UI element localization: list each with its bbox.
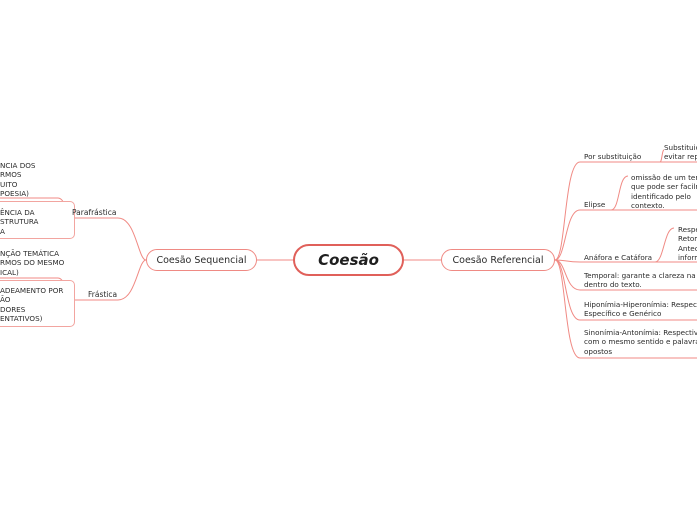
central-topic[interactable]: Coesão (293, 244, 404, 276)
leaf-line: RMOS (0, 170, 22, 180)
leaf-paraf-1[interactable]: NCIA DOS RMOS UITO POESIA) (0, 161, 35, 198)
link-ref-hiponimia (554, 259, 697, 321)
leaf-line: UITO (0, 179, 18, 189)
topic-parafrastica[interactable]: Parafrástica (72, 208, 117, 217)
leaf-line: com o mesmo sentido e palavras (584, 337, 697, 347)
leaf-line: Sinonímia-Antonímia: Respectiva (584, 328, 697, 337)
link-elipse-text (610, 175, 629, 211)
topic-anafora-catafora[interactable]: Anáfora e Catáfora (584, 253, 653, 262)
topic-coesao-referencial[interactable]: Coesão Referencial (441, 249, 555, 271)
leaf-line: ICAL) (0, 267, 19, 277)
leaf-line: Temporal: garante a clareza na r (584, 271, 697, 280)
box-fras-2 (0, 280, 75, 327)
leaf-line: Respe (678, 225, 697, 234)
leaf-line: POESIA) (0, 188, 29, 198)
topic-frastica[interactable]: Frástica (88, 290, 118, 299)
leaf-line: DORES (0, 304, 26, 314)
leaf-line: contexto. (631, 200, 665, 210)
leaf-elipse[interactable]: omissão de um term que pode ser facilm i… (631, 173, 697, 210)
link-anafora-text (654, 227, 675, 263)
box-paraf-2 (0, 201, 75, 239)
leaf-fras-2[interactable]: ADEAMENTO POR ÃO DORES ENTATIVOS) (0, 286, 63, 323)
leaf-line: Específico e Genérico (584, 309, 662, 319)
leaf-line: identificado pelo (631, 191, 691, 201)
leaf-line: evitar rep (664, 152, 697, 162)
leaf-line: STRUTURA (0, 217, 39, 227)
link-ref-substituicao (554, 161, 697, 261)
leaf-line: ÃO (0, 295, 11, 305)
leaf-line: ADEAMENTO POR (0, 286, 64, 295)
leaf-line: Substituiç (664, 143, 697, 152)
topic-hiponimia[interactable]: Hiponímia-Hiperonímia: Respecti Específi… (584, 300, 697, 319)
link-ref-anafora (554, 259, 697, 263)
leaf-line: RMOS DO MESMO (0, 258, 65, 268)
leaf-line: A (0, 226, 5, 236)
leaf-paraf-2[interactable]: ÊNCIA DA STRUTURA A (0, 208, 38, 236)
leaf-line: ENTATIVOS) (0, 313, 43, 323)
leaf-fras-1[interactable]: NÇÃO TEMÁTICA RMOS DO MESMO ICAL) (0, 249, 64, 277)
leaf-line: opostos (584, 346, 613, 356)
link-seq-frastica (72, 259, 147, 301)
topic-sinonimia[interactable]: Sinonímia-Antonímia: Respectiva com o me… (584, 328, 697, 356)
leaf-line: ÊNCIA DA (0, 208, 35, 217)
leaf-line: Hiponímia-Hiperonímia: Respecti (584, 300, 697, 309)
leaf-line: omissão de um term (631, 173, 697, 182)
leaf-line: Retom (678, 234, 697, 244)
topic-elipse[interactable]: Elipse (584, 200, 606, 209)
link-ref-elipse (554, 209, 697, 261)
link-seq-parafrastica (72, 217, 147, 261)
link-ref-sinonimia (554, 259, 697, 359)
topic-por-substituicao[interactable]: Por substituição (584, 152, 642, 161)
leaf-line: NÇÃO TEMÁTICA (0, 249, 60, 258)
leaf-line: Antec (678, 243, 697, 253)
leaf-line: NCIA DOS (0, 161, 36, 170)
link-subst-text (659, 149, 665, 163)
leaf-line: inform (678, 252, 697, 262)
leaf-anafora[interactable]: Respe Retom Antec inform (678, 225, 697, 262)
leaf-line: que pode ser facilm (631, 182, 697, 192)
leaf-substituicao[interactable]: Substituiç evitar rep (664, 143, 697, 162)
topic-coesao-sequencial[interactable]: Coesão Sequencial (146, 249, 257, 271)
leaf-line: dentro do texto. (584, 280, 642, 290)
topic-temporal[interactable]: Temporal: garante a clareza na r dentro … (584, 271, 697, 290)
